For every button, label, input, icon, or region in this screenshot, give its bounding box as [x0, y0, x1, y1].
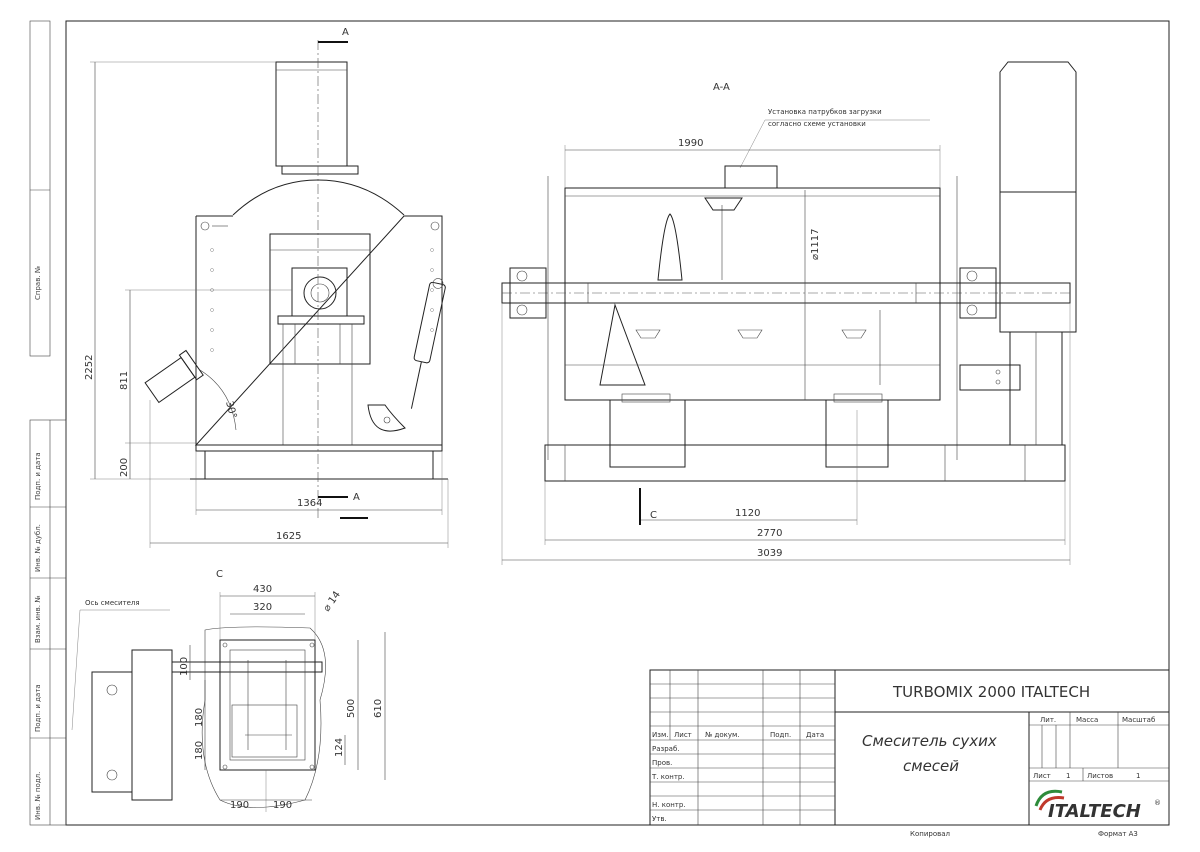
side-label-inv-dubl: Инв. № дубл. [34, 524, 42, 572]
tb-sign: Подп. [770, 731, 791, 739]
section-marker-top: A [342, 27, 349, 38]
tb-name-line2: смесей [903, 757, 959, 775]
side-label-podp1: Подп. и дата [34, 452, 42, 500]
dim-outer-width: 430 [253, 584, 272, 595]
tb-role-utv: Утв. [652, 815, 667, 823]
dim-diameter: ⌀1117 [810, 229, 821, 260]
dim-h-mid: 180 [194, 708, 205, 727]
tb-doc: № докум. [705, 731, 740, 739]
dim-base-width: 1364 [297, 498, 322, 509]
tb-col-scale: Масштаб [1122, 716, 1155, 724]
dim-frame-length: 2770 [757, 528, 782, 539]
dim-w-right: 190 [273, 800, 292, 811]
section-label: A-A [713, 82, 730, 93]
dim-h-outer: 610 [373, 699, 384, 718]
tb-role-razrab: Разраб. [652, 745, 680, 753]
tb-role-tkontr: Т. контр. [651, 773, 685, 781]
drive-motor [999, 61, 1077, 193]
dim-inner-width: 320 [253, 602, 272, 613]
dim-h-inner: 500 [346, 699, 357, 718]
dim-h-small: 124 [334, 738, 345, 757]
tb-sheet-value: 1 [1066, 772, 1070, 780]
tb-col-lit: Лит. [1040, 716, 1056, 724]
italtech-logo: ITALTECH ® [1034, 789, 1161, 822]
tb-role-nkontr: Н. контр. [652, 801, 686, 809]
logo-mark: ® [1154, 799, 1161, 807]
dim-support-spacing: 1120 [735, 508, 760, 519]
tb-sheets-value: 1 [1136, 772, 1140, 780]
side-label-vzam: Взам. инв. № [34, 595, 42, 643]
mixer-drum [564, 187, 941, 401]
section-dimensions: 1990 1120 2770 3039 C [501, 138, 1071, 565]
dim-total-height: 2252 [84, 355, 95, 380]
detail-label: C [216, 569, 223, 580]
side-label-podp2: Подп. и дата [34, 684, 42, 732]
front-dimensions: 2252 811 200 1364 1625 30° [84, 61, 449, 548]
tb-col-mass: Масса [1076, 716, 1098, 724]
dim-overall-width: 1625 [276, 531, 301, 542]
axis-label: Ось смесителя [85, 599, 140, 607]
detail-marker: C [650, 510, 657, 521]
section-marker-bottom: A [353, 492, 360, 503]
tb-role-prov: Пров. [652, 759, 672, 767]
sheet-frame [29, 20, 1170, 826]
dim-base-height: 200 [119, 458, 130, 477]
title-block: Изм. Лист № докум. Подп. Дата Разраб. Пр… [649, 669, 1170, 838]
note-line2: согласно схеме установки [768, 120, 866, 128]
dim-angle: 30° [223, 400, 238, 420]
dim-hole: ⌀ 14 [321, 589, 343, 613]
side-label-sprav: Справ. № [34, 266, 42, 300]
side-label-inv-podl: Инв. № подл. [34, 772, 42, 820]
tb-sheet-label: Лист [1033, 772, 1051, 780]
tb-list: Лист [674, 731, 692, 739]
detail-view: C Ось смесителя 430 320 ⌀ 14 100 180 180… [71, 569, 386, 812]
tb-format: Формат A3 [1098, 830, 1138, 838]
tb-product: TURBOMIX 2000 ITALTECH [892, 683, 1090, 701]
dim-h-low: 180 [194, 741, 205, 760]
dim-overall-length: 3039 [757, 548, 782, 559]
tb-name-line1: Смеситель сухих [862, 732, 997, 750]
dim-mid-height: 811 [119, 371, 130, 390]
tb-copied: Копировал [910, 830, 950, 838]
tb-izm: Изм. [652, 731, 668, 739]
dim-h-top: 100 [179, 657, 190, 676]
front-view: A A [144, 27, 448, 520]
section-view: A-A Установка патрубков загрузки согласн… [501, 61, 1077, 482]
dim-w-left: 190 [230, 800, 249, 811]
motor-housing [275, 61, 348, 167]
outlet-flange [219, 639, 316, 771]
logo-text: ITALTECH [1048, 801, 1141, 822]
tb-date: Дата [806, 731, 824, 739]
note-line1: Установка патрубков загрузки [768, 108, 882, 116]
dim-body-length: 1990 [678, 138, 703, 149]
side-labels: Справ. № Подп. и дата Инв. № дубл. Взам.… [34, 266, 42, 820]
tb-sheets-label: Листов [1087, 772, 1113, 780]
